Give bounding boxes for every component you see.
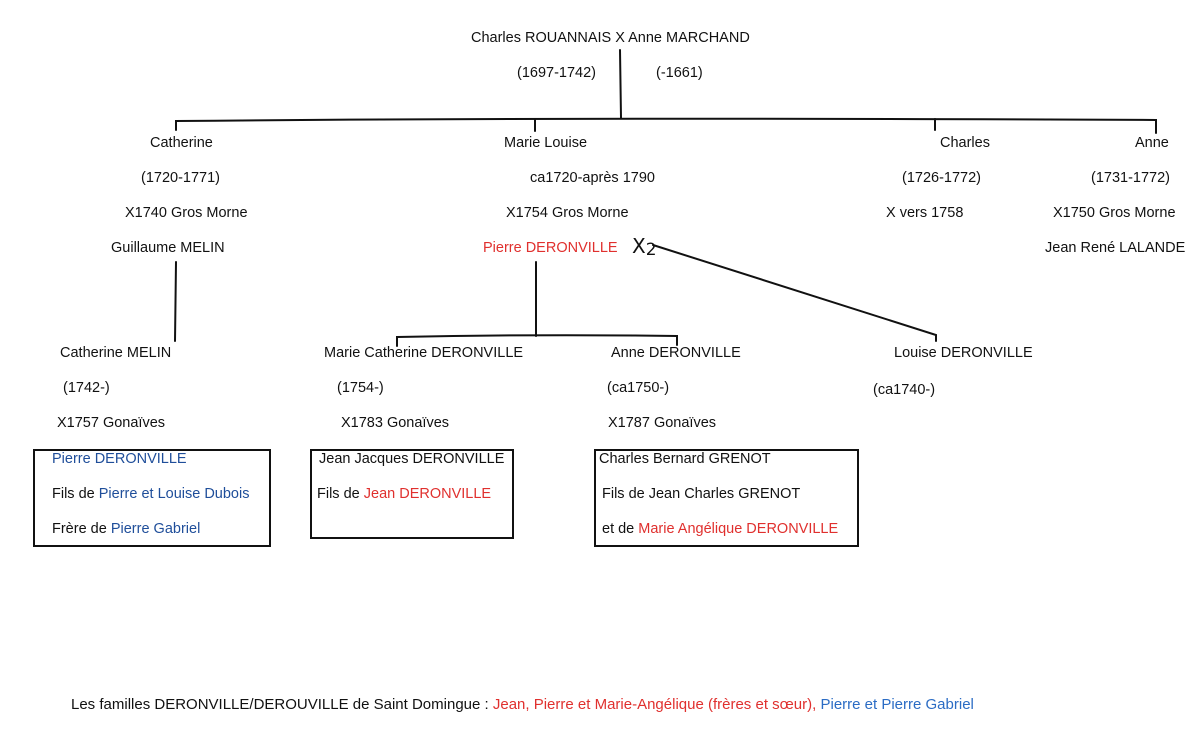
- catherine-melin-spouse: Pierre DERONVILLE: [52, 451, 187, 467]
- anne-marriage: X1750 Gros Morne: [1053, 205, 1176, 221]
- parents-names: Jean DERONVILLE: [363, 486, 492, 502]
- marie-louise-dates: ca1720-après 1790: [530, 170, 655, 186]
- louise-deronville-dates: (ca1740-): [873, 382, 936, 398]
- root-couple: Charles ROUANNAIS X Anne MARCHAND: [471, 30, 750, 46]
- charles-marriage: X vers 1758: [886, 205, 964, 221]
- brother-prefix: Frère de: [52, 521, 111, 537]
- caption-red-names: Jean, Pierre et Marie-Angélique (frères …: [492, 696, 817, 713]
- caption-prefix: Les familles DERONVILLE/DEROUVILLE de Sa…: [71, 696, 493, 713]
- anne-deronville-marriage: X1787 Gonaïves: [608, 415, 717, 431]
- marie-catherine-marriage: X1783 Gonaïves: [341, 415, 450, 431]
- anne-deronville-spouse-father: Fils de Jean Charles GRENOT: [602, 486, 801, 502]
- marie-louise-name: Marie Louise: [504, 135, 588, 151]
- anne-dates: (1731-1772): [1091, 170, 1170, 186]
- catherine-melin-spouse-brother: Frère de Pierre Gabriel: [52, 520, 200, 538]
- mother-prefix: et de: [602, 521, 639, 537]
- line-second-marriage: [652, 244, 937, 342]
- marie-catherine-dates: (1754-): [337, 380, 384, 396]
- catherine-spouse: Guillaume MELIN: [111, 240, 225, 256]
- root-stem: [619, 49, 622, 119]
- second-marriage-mark: X2: [632, 234, 657, 260]
- parents-prefix: Fils de: [317, 486, 364, 502]
- root-wife-dates: (-1661): [656, 65, 703, 81]
- mark-sub: 2: [645, 240, 657, 260]
- catherine-melin-marriage: X1757 Gonaïves: [57, 415, 166, 431]
- spouse-box-marie-catherine: [310, 449, 514, 539]
- brother-name: Pierre Gabriel: [110, 521, 201, 537]
- parents-prefix: Fils de: [52, 486, 99, 502]
- charles-dates: (1726-1772): [902, 170, 981, 186]
- catherine-name: Catherine: [150, 135, 213, 151]
- marie-catherine-spouse-parents: Fils de Jean DERONVILLE: [317, 485, 491, 503]
- catherine-melin-dates: (1742-): [63, 380, 110, 396]
- catherine-dates: (1720-1771): [141, 170, 220, 186]
- marie-catherine-name: Marie Catherine DERONVILLE: [324, 345, 524, 361]
- marie-louise-marriage: X1754 Gros Morne: [506, 205, 629, 221]
- anne-deronville-dates: (ca1750-): [607, 380, 670, 396]
- bar-deronville-children: [396, 334, 678, 347]
- charles-name: Charles: [940, 135, 990, 151]
- spouse-box-anne-deronville: [594, 449, 859, 547]
- mark-x: X: [632, 234, 646, 258]
- anne-name: Anne: [1135, 135, 1169, 151]
- caption: Les familles DERONVILLE/DEROUVILLE de Sa…: [71, 696, 974, 714]
- caption-blue-names: Pierre et Pierre Gabriel: [816, 696, 974, 713]
- mother-name: Marie Angélique DERONVILLE: [638, 521, 839, 537]
- catherine-melin-spouse-parents: Fils de Pierre et Louise Dubois: [52, 485, 249, 503]
- anne-spouse: Jean René LALANDE: [1045, 240, 1186, 256]
- root-husband-dates: (1697-1742): [517, 65, 596, 81]
- catherine-melin-name: Catherine MELIN: [60, 345, 172, 361]
- spouse-box-catherine-melin: [33, 449, 271, 547]
- stem-catherine-melin: [174, 261, 177, 342]
- anne-deronville-spouse: Charles Bernard GRENOT: [599, 451, 771, 467]
- anne-deronville-name: Anne DERONVILLE: [611, 345, 741, 361]
- catherine-marriage: X1740 Gros Morne: [125, 205, 248, 221]
- generation-bar: [175, 117, 1157, 134]
- anne-deronville-spouse-mother: et de Marie Angélique DERONVILLE: [602, 520, 838, 538]
- louise-deronville-name: Louise DERONVILLE: [894, 345, 1033, 361]
- marie-catherine-spouse: Jean Jacques DERONVILLE: [319, 451, 505, 467]
- marie-louise-spouse: Pierre DERONVILLE: [483, 240, 618, 256]
- parents-names: Pierre et Louise Dubois: [98, 486, 250, 502]
